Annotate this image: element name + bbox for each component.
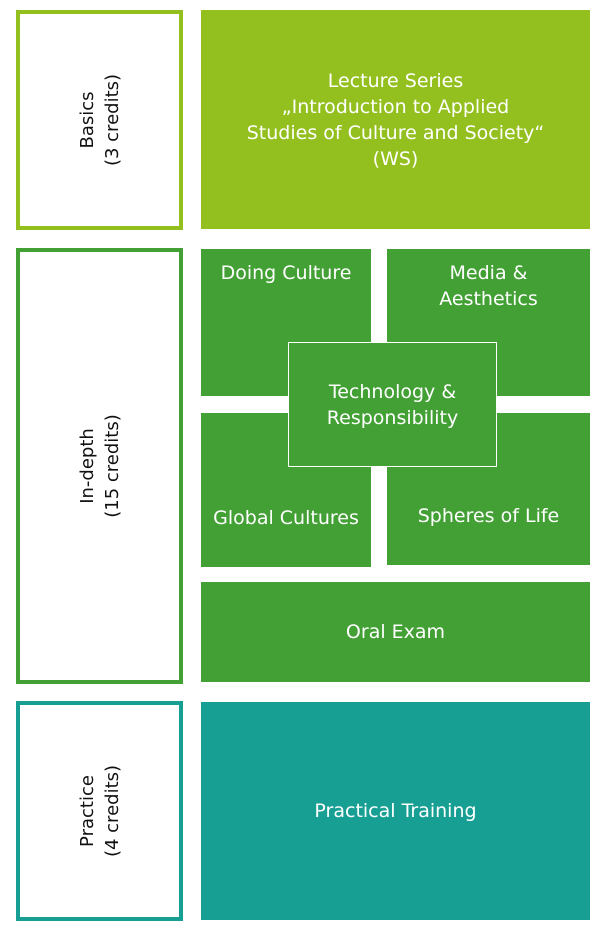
lecture-series-line-1: Lecture Series <box>327 69 464 92</box>
lecture-series-line-4: (WS) <box>372 147 419 170</box>
practice-label-title: Practice <box>76 775 98 847</box>
basics-label: Basics (3 credits) <box>75 74 125 166</box>
oral-exam-label: Oral Exam <box>345 621 446 643</box>
technology-responsibility-line-2: Responsibility <box>326 406 459 429</box>
basics-label-credits: (3 credits) <box>101 73 123 167</box>
oral-exam-block: Oral Exam <box>201 582 590 682</box>
lecture-series-block: Lecture Series „Introduction to Applied … <box>201 10 590 229</box>
lecture-series-line-3: Studies of Culture and Society“ <box>246 121 545 144</box>
spheres-of-life-label: Spheres of Life <box>417 505 560 527</box>
basics-label-title: Basics <box>76 91 98 149</box>
lecture-series-line-2: „Introduction to Applied <box>281 95 510 118</box>
lecture-series-text: Lecture Series „Introduction to Applied … <box>247 68 545 172</box>
doing-culture-label: Doing Culture <box>220 262 352 284</box>
practice-label-box: Practice (4 credits) <box>16 701 183 921</box>
indepth-label-title: In-depth <box>76 428 98 504</box>
practical-training-label: Practical Training <box>314 800 477 822</box>
practical-training-block: Practical Training <box>201 702 590 920</box>
basics-label-box: Basics (3 credits) <box>16 10 183 230</box>
practice-label-credits: (4 credits) <box>101 764 123 858</box>
technology-responsibility-label: Technology & Responsibility <box>327 379 458 431</box>
indepth-label-credits: (15 credits) <box>101 414 123 518</box>
global-cultures-label: Global Cultures <box>213 507 359 529</box>
practice-label: Practice (4 credits) <box>75 765 125 857</box>
indepth-label-box: In-depth (15 credits) <box>16 248 183 684</box>
module-doing-culture: Doing Culture <box>201 249 371 396</box>
technology-responsibility-line-1: Technology & <box>328 380 457 403</box>
media-aesthetics-line-2: Aesthetics <box>439 288 538 310</box>
media-aesthetics-line-1: Media & <box>449 262 528 284</box>
module-technology-responsibility: Technology & Responsibility <box>288 342 497 467</box>
indepth-label: In-depth (15 credits) <box>75 414 125 518</box>
media-aesthetics-label: Media & Aesthetics <box>439 260 538 312</box>
